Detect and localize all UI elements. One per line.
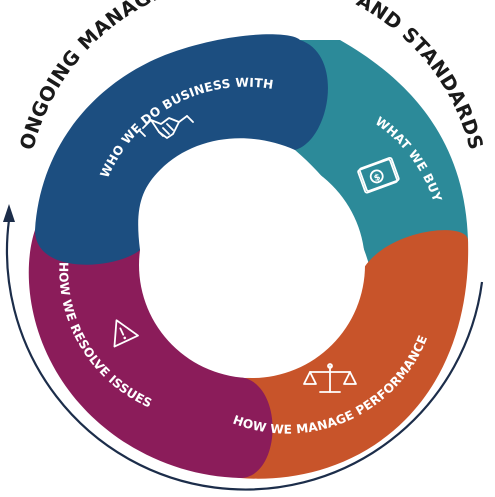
segment-how-we-resolve-issues [28,209,273,478]
money-icon: $ [357,157,400,194]
segment-who-we-do-business-with-shape [35,34,328,265]
cycle-arrow [3,204,484,491]
warning-icon [113,319,139,348]
center-hole [139,152,365,378]
scales-icon [303,363,357,393]
svg-text:$: $ [373,173,382,185]
handshake-icon [138,115,194,139]
segment-how-we-resolve-issues-shape [28,209,273,478]
segment-who-we-do-business-with [35,34,328,265]
